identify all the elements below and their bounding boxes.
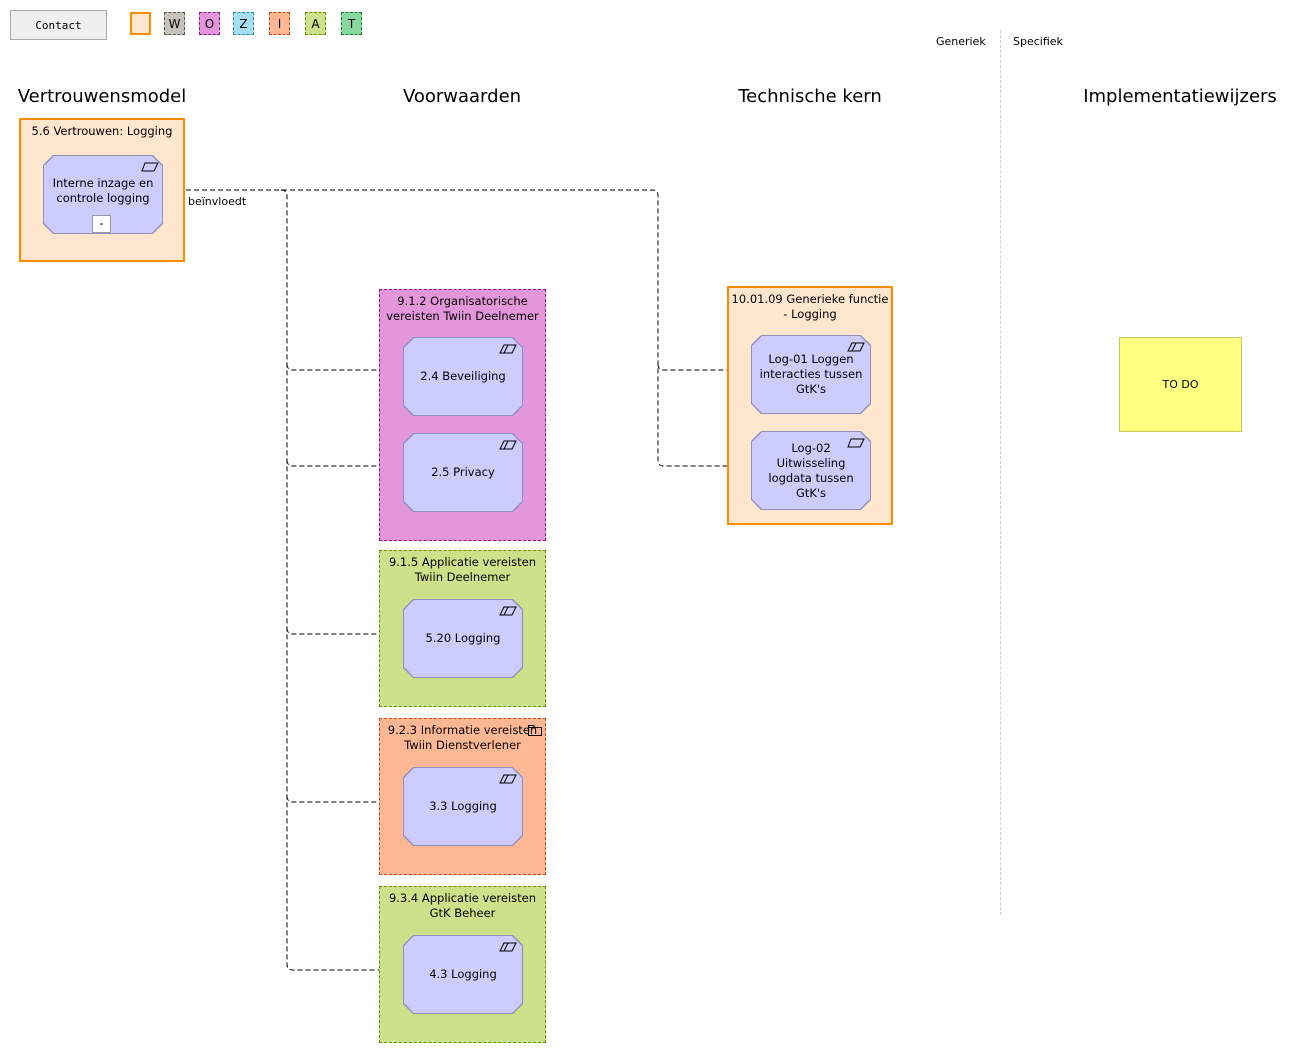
principle-icon	[499, 344, 517, 354]
folder-icon	[528, 725, 542, 736]
relation-line	[280, 189, 402, 970]
column-header-technische-kern: Technische kern	[738, 86, 882, 107]
principle-icon	[499, 440, 517, 450]
group-title: 9.1.5 Applicatie vereisten Twiin Deelnem…	[388, 555, 537, 584]
element-label: 3.3 Logging	[429, 799, 497, 813]
element-label: 4.3 Logging	[429, 967, 497, 981]
element-label: 2.5 Privacy	[431, 465, 495, 479]
expand-badge[interactable]: -	[92, 215, 111, 233]
relation-line	[286, 795, 402, 802]
relation-line	[286, 627, 402, 634]
legend-swatch-o[interactable]: O	[199, 12, 220, 35]
specifiek-label: Specifiek	[1013, 35, 1063, 48]
element-2-4-beveiliging[interactable]: 2.4 Beveiliging	[403, 337, 523, 416]
element-4-3-logging[interactable]: 4.3 Logging	[403, 935, 523, 1014]
principle-icon	[499, 942, 517, 952]
legend-swatch-t[interactable]: T	[341, 12, 362, 35]
relation-line	[286, 363, 402, 370]
relation-line	[657, 363, 750, 370]
group-9-1-5[interactable]: 9.1.5 Applicatie vereisten Twiin Deelnem…	[379, 550, 546, 707]
element-log-02[interactable]: Log-02 Uitwisseling logdata tussen GtK's	[751, 431, 871, 510]
legend-swatch-w[interactable]: W	[164, 12, 185, 35]
element-3-3-logging[interactable]: 3.3 Logging	[403, 767, 523, 846]
legend-swatch-z[interactable]: Z	[233, 12, 254, 35]
generiek-label: Generiek	[936, 35, 986, 48]
todo-label: TO DO	[1162, 378, 1199, 391]
group-title: 9.1.2 Organisatorische vereisten Twiin D…	[386, 294, 539, 323]
legend-swatch-group[interactable]	[130, 12, 151, 35]
element-label: Interne inzage en controle logging	[52, 175, 154, 205]
legend-swatch-a[interactable]: A	[305, 12, 326, 35]
principle-icon	[847, 342, 865, 352]
group-10-01-09[interactable]: 10.01.09 Generieke functie - Logging Log…	[727, 286, 893, 525]
element-5-20-logging[interactable]: 5.20 Logging	[403, 599, 523, 678]
group-title: 9.2.3 Informatie vereisten Twiin Dienstv…	[387, 723, 538, 752]
element-label: 5.20 Logging	[425, 631, 501, 645]
element-label: Log-01 Loggen interacties tussen GtK's	[759, 352, 863, 396]
relation-line	[162, 189, 750, 466]
legend-swatch-i[interactable]: I	[269, 12, 290, 35]
group-title: 5.6 Vertrouwen: Logging	[31, 124, 173, 138]
element-log-01[interactable]: Log-01 Loggen interacties tussen GtK's	[751, 335, 871, 414]
group-title: 9.3.4 Applicatie vereisten GtK Beheer	[388, 891, 537, 920]
requirement-icon	[141, 162, 159, 172]
todo-note[interactable]: TO DO	[1119, 337, 1242, 432]
relation-line	[286, 459, 402, 466]
group-title: 10.01.09 Generieke functie - Logging	[731, 292, 889, 321]
group-9-2-3[interactable]: 9.2.3 Informatie vereisten Twiin Dienstv…	[379, 718, 546, 875]
group-5-6[interactable]: 5.6 Vertrouwen: Logging Interne inzage e…	[19, 118, 185, 262]
principle-icon	[499, 774, 517, 784]
element-label: 2.4 Beveiliging	[420, 369, 506, 383]
column-header-implementatiewijzers: Implementatiewijzers	[1083, 86, 1277, 107]
relation-label: beïnvloedt	[188, 195, 247, 208]
column-header-vertrouwensmodel: Vertrouwensmodel	[17, 86, 187, 107]
group-9-1-2[interactable]: 9.1.2 Organisatorische vereisten Twiin D…	[379, 289, 546, 541]
element-label: Log-02 Uitwisseling logdata tussen GtK's	[768, 440, 854, 500]
column-header-voorwaarden: Voorwaarden	[402, 86, 522, 107]
requirement-icon	[847, 438, 865, 448]
principle-icon	[499, 606, 517, 616]
contact-button[interactable]: Contact	[10, 10, 107, 40]
divider	[1000, 30, 1001, 915]
element-2-5-privacy[interactable]: 2.5 Privacy	[403, 433, 523, 512]
group-9-3-4[interactable]: 9.3.4 Applicatie vereisten GtK Beheer 4.…	[379, 886, 546, 1043]
